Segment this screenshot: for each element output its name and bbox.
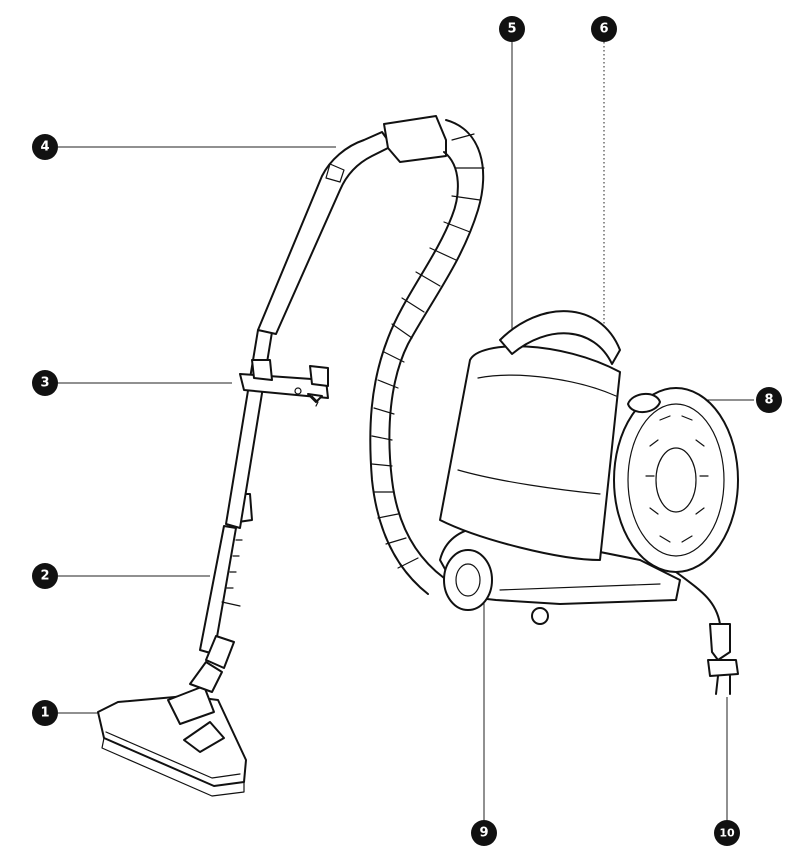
callout-2: 2 [32, 563, 58, 589]
floor-nozzle [97, 661, 247, 797]
callout-1: 1 [32, 700, 58, 726]
callout-8: 8 [756, 387, 782, 413]
handle [257, 115, 447, 335]
callout-6: 6 [591, 16, 617, 42]
flexible-hose [369, 119, 485, 595]
accessory-clip [239, 359, 329, 407]
callout-10: 10 [714, 820, 740, 846]
callout-8-label: 8 [764, 393, 773, 408]
callout-4: 4 [32, 134, 58, 160]
callout-1-label: 1 [40, 706, 49, 721]
callout-3: 3 [32, 370, 58, 396]
hose-ribs [371, 133, 485, 569]
callout-5: 5 [499, 16, 525, 42]
callout-4-label: 4 [40, 140, 49, 155]
callout-5-label: 5 [507, 22, 516, 37]
callout-9-label: 9 [479, 826, 488, 841]
power-cord [675, 571, 739, 695]
callout-6-label: 6 [599, 22, 608, 37]
callout-9: 9 [471, 820, 497, 846]
grille-slots [645, 415, 709, 543]
callout-badges: 1 2 3 4 5 6 8 9 [32, 16, 782, 846]
callout-3-label: 3 [40, 376, 49, 391]
main-body [439, 310, 739, 625]
callout-2-label: 2 [40, 569, 49, 584]
callout-10-label: 10 [719, 827, 735, 840]
